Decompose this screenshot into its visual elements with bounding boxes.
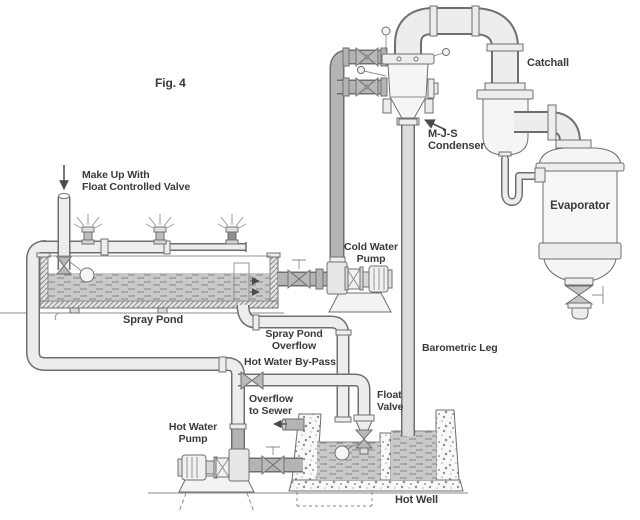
label-line: Pump (178, 433, 208, 445)
label-barometric-leg: Barometric Leg (422, 342, 498, 354)
label-hot-well: Hot Well (395, 494, 438, 506)
barometric-leg-pipe-lower (398, 118, 418, 436)
label-line: Make Up With (82, 169, 150, 181)
pond-outlet-pipe (278, 259, 330, 290)
spray-pond-tank (36, 252, 281, 321)
gauge-icon (357, 66, 365, 74)
evaporator-drain-valve (564, 285, 604, 305)
label-spray-pond-overflow: Spray Pond Overflow (258, 328, 330, 352)
label-hot-water-pump: Hot Water Pump (163, 421, 223, 445)
spray-nozzles (73, 214, 247, 245)
hot-well-water (391, 431, 436, 480)
makeup-float-valve (55, 256, 95, 283)
label-line: Pump (356, 253, 386, 265)
label-line: Float Controlled Valve (82, 181, 191, 193)
label-evaporator: Evaporator (543, 200, 617, 212)
spray-nozzle-icon (217, 214, 247, 245)
label-spray-pond: Spray Pond (123, 314, 184, 326)
hot-water-pump (177, 446, 303, 513)
vapor-elbow-pipe (394, 5, 526, 95)
hot-pump-discharge-pipe (229, 423, 247, 452)
spray-nozzle-icon (73, 214, 103, 245)
spray-pond-overflow-pipe (236, 304, 352, 423)
label-makeup: Make Up With Float Controlled Valve (82, 169, 190, 193)
spray-nozzle-icon (145, 214, 175, 245)
label-line: Condenser (428, 140, 485, 152)
mjs-condenser-vessel (357, 26, 450, 126)
hot-well-float-valve (334, 414, 375, 461)
label-float-valve: Float Valve (377, 389, 403, 413)
gauge-icon (442, 48, 450, 56)
cold-water-pump (326, 256, 393, 313)
condenser-inlet-valve-lower (355, 76, 379, 98)
label-overflow-to-sewer: Overflow to Sewer (249, 393, 293, 417)
label-line: to Sewer (249, 405, 292, 417)
label-line: Evaporator (550, 200, 610, 212)
condenser-pointer-arrow-icon (424, 119, 447, 131)
pond-outlet-valve (287, 259, 311, 290)
ground-lines (0, 312, 468, 494)
overflow-weir (233, 262, 250, 302)
label-line: Overflow (249, 393, 294, 405)
cold-water-riser-pipe (329, 47, 388, 266)
label-line: Overflow (271, 340, 317, 352)
label-condenser: M-J-S Condenser (428, 128, 485, 152)
label-line: Spray Pond (265, 328, 323, 340)
catchall-drain-pipe (501, 158, 538, 206)
makeup-pipe (57, 165, 71, 270)
hot-water-bypass-pipe (26, 240, 245, 448)
float-valve-feed-pipe (238, 370, 371, 417)
label-cold-water-pump: Cold Water Pump (339, 241, 403, 265)
figure-title: Fig. 4 (155, 76, 186, 90)
label-hot-water-bypass: Hot Water By-Pass (244, 356, 336, 368)
condenser-inlet-valve-upper (355, 46, 379, 68)
hot-well-suction-valve (261, 446, 285, 476)
label-catchall: Catchall (527, 57, 569, 69)
bypass-check-valve (240, 370, 264, 391)
label-line: Float (377, 389, 402, 401)
label-line: Hot Water (168, 421, 218, 433)
label-line: M-J-S (428, 128, 458, 140)
label-line: Cold Water (343, 241, 399, 253)
spray-header-pipe (40, 238, 247, 256)
label-line: Valve (377, 401, 404, 413)
gauge-icon (381, 26, 391, 36)
evaporator-vessel (534, 139, 625, 320)
